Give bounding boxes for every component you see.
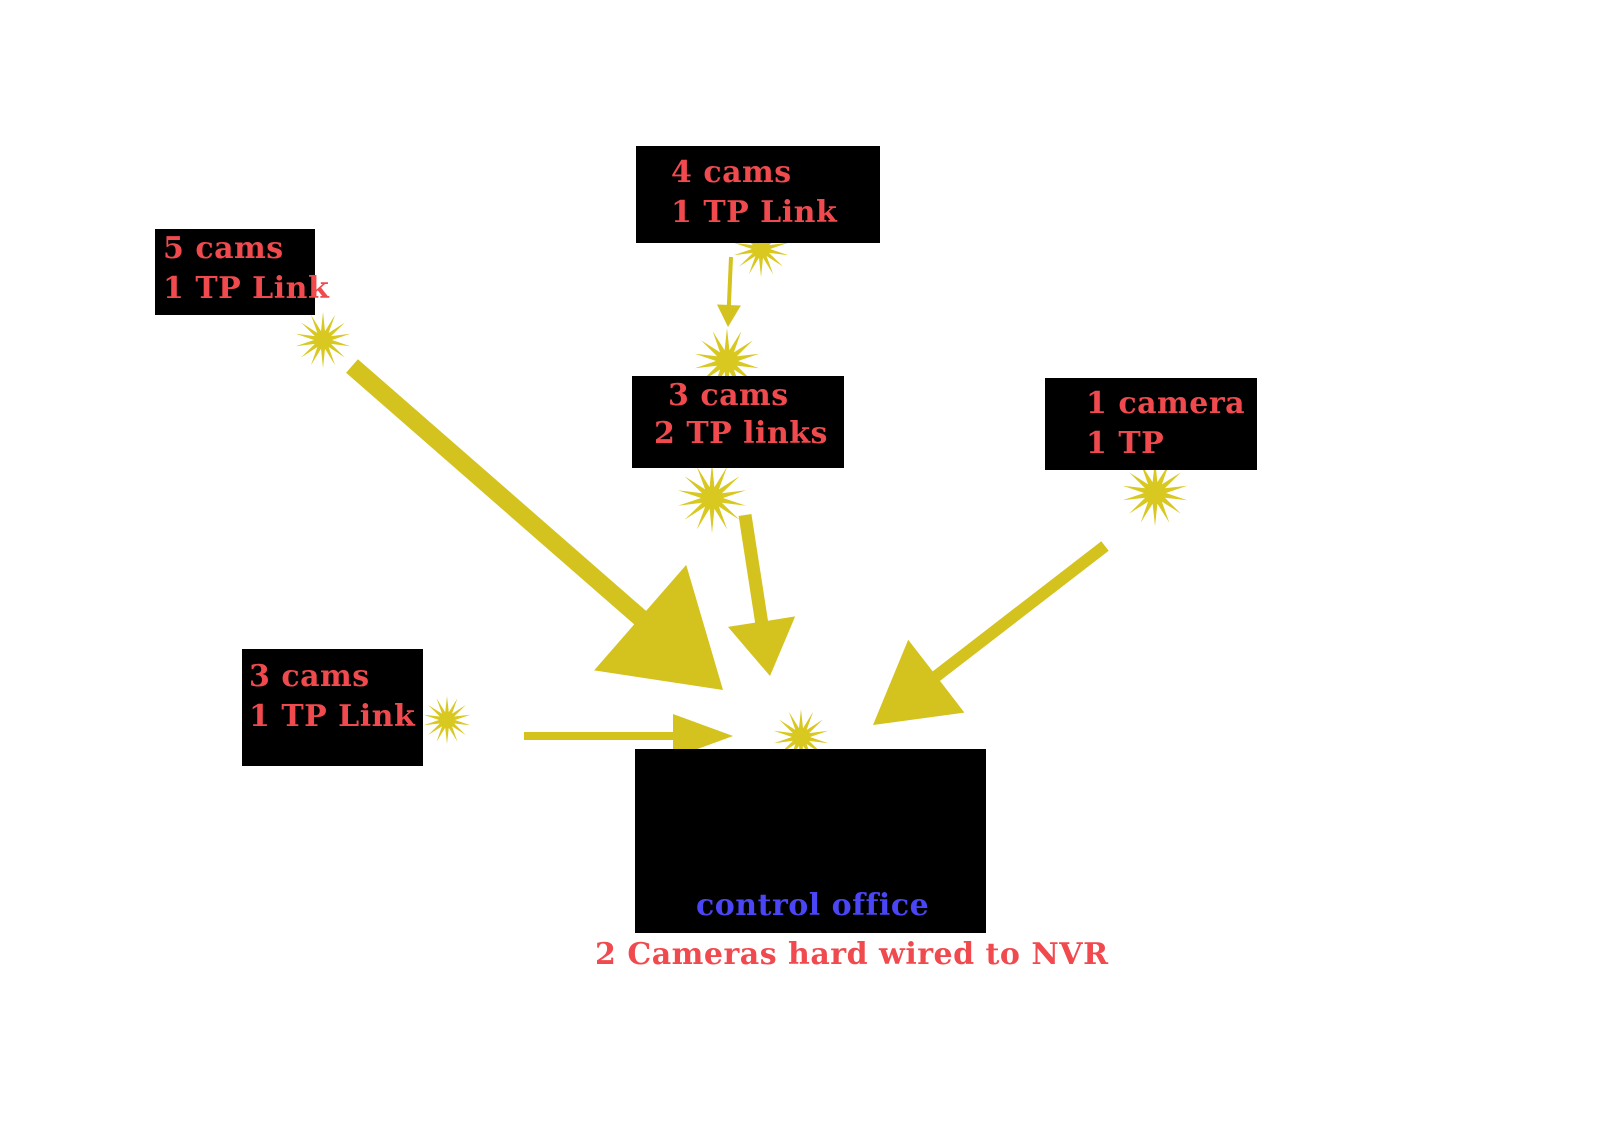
- arrow-layer: [346, 256, 1109, 758]
- control-office-box: control office: [635, 749, 986, 933]
- arrow-1-camera-to-office: [873, 541, 1109, 725]
- control-office-caption: 2 Cameras hard wired to NVR: [595, 937, 1109, 972]
- node-4-cams: 4 cams 1 TP Link: [636, 146, 880, 243]
- node-4-cams-count: 4 cams: [671, 155, 792, 190]
- starburst-layer: [295, 221, 1188, 765]
- node-3-cams-1-tp-count: 3 cams: [249, 659, 370, 694]
- starburst-icon-5-cams: [295, 312, 351, 368]
- node-1-camera-tplink: 1 TP: [1086, 426, 1165, 461]
- node-5-cams: 5 cams 1 TP Link: [155, 229, 329, 315]
- node-3-cams-2-tp-tplink: 2 TP links: [654, 416, 828, 451]
- starburst-icon-3-cams-2-tp-bottom: [677, 463, 747, 533]
- node-3-cams-2-tp: 3 cams 2 TP links: [632, 376, 844, 468]
- node-1-camera: 1 camera 1 TP: [1045, 378, 1257, 470]
- arrow-3-cams-2-tp-to-office: [728, 514, 796, 676]
- node-5-cams-tplink: 1 TP Link: [163, 271, 330, 306]
- arrow-4-cams-to-3-cams: [717, 256, 741, 327]
- node-3-cams-2-tp-count: 3 cams: [668, 378, 789, 413]
- node-1-camera-count: 1 camera: [1086, 386, 1246, 421]
- control-office-label: control office: [696, 888, 930, 923]
- node-4-cams-tplink: 1 TP Link: [671, 195, 838, 230]
- node-3-cams-1-tp: 3 cams 1 TP Link: [242, 649, 423, 766]
- starburst-icon-3-cams-1-tp: [423, 696, 471, 744]
- node-3-cams-1-tp-tplink: 1 TP Link: [249, 699, 416, 734]
- node-5-cams-count: 5 cams: [163, 231, 284, 266]
